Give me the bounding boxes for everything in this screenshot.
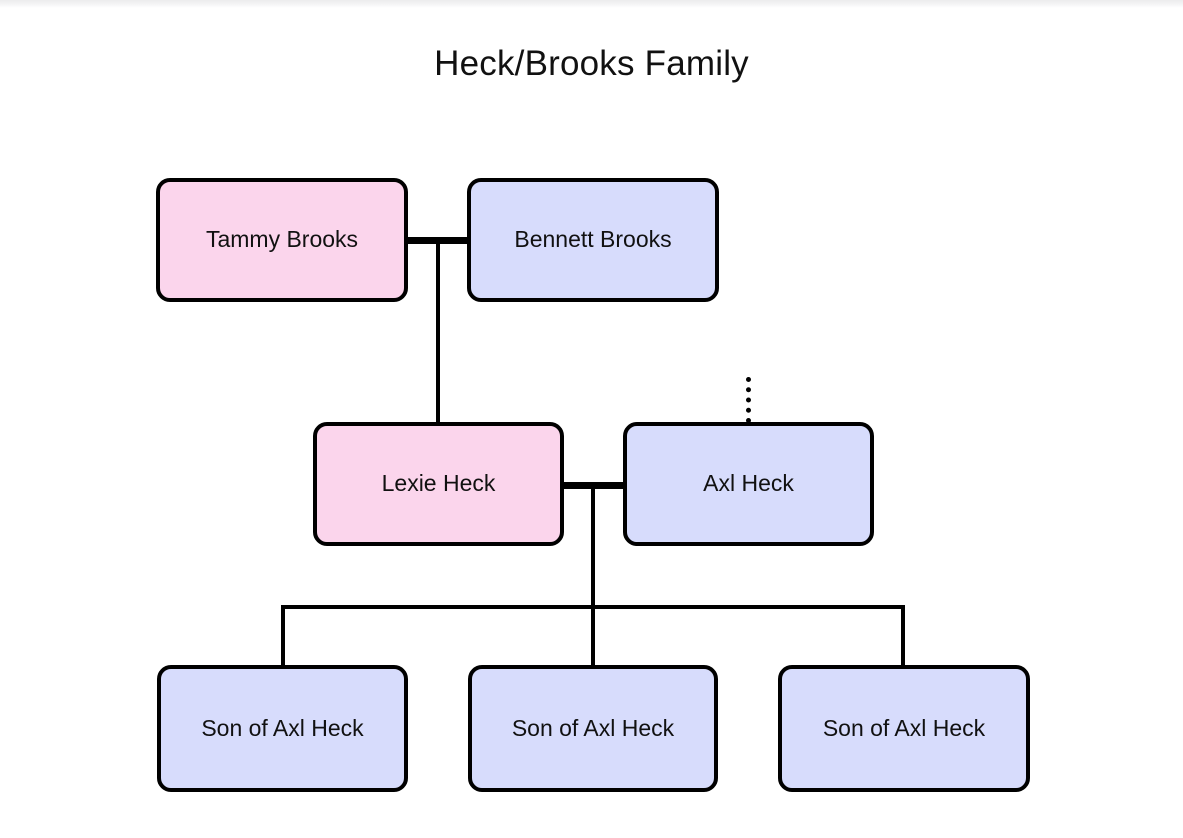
node-label-son-of-axl-heck-3: Son of Axl Heck <box>822 714 986 741</box>
sibling-drop-son-1 <box>281 605 285 667</box>
top-chrome-band <box>0 0 1183 8</box>
node-tammy-brooks[interactable]: Tammy Brooks <box>156 178 408 302</box>
unknown-parent-connector-axl <box>746 377 751 423</box>
node-son-of-axl-heck-3[interactable]: Son of Axl Heck <box>778 665 1030 792</box>
sibling-drop-son-2 <box>591 605 595 667</box>
node-label-axl-heck: Axl Heck <box>703 470 794 497</box>
node-son-of-axl-heck-2[interactable]: Son of Axl Heck <box>468 665 718 792</box>
node-label-tammy-brooks: Tammy Brooks <box>205 226 359 253</box>
node-label-lexie-heck: Lexie Heck <box>381 470 496 497</box>
child-connector-to-sibling-bar <box>591 485 595 609</box>
node-axl-heck[interactable]: Axl Heck <box>623 422 874 546</box>
node-son-of-axl-heck-1[interactable]: Son of Axl Heck <box>157 665 408 792</box>
node-label-son-of-axl-heck-1: Son of Axl Heck <box>201 714 364 741</box>
node-bennett-brooks[interactable]: Bennett Brooks <box>467 178 719 302</box>
page-title: Heck/Brooks Family <box>434 44 749 83</box>
node-label-son-of-axl-heck-2: Son of Axl Heck <box>511 714 675 741</box>
node-lexie-heck[interactable]: Lexie Heck <box>313 422 564 546</box>
child-connector-to-lexie <box>436 240 440 424</box>
sibling-drop-son-3 <box>901 605 905 667</box>
node-label-bennett-brooks: Bennett Brooks <box>514 226 672 253</box>
